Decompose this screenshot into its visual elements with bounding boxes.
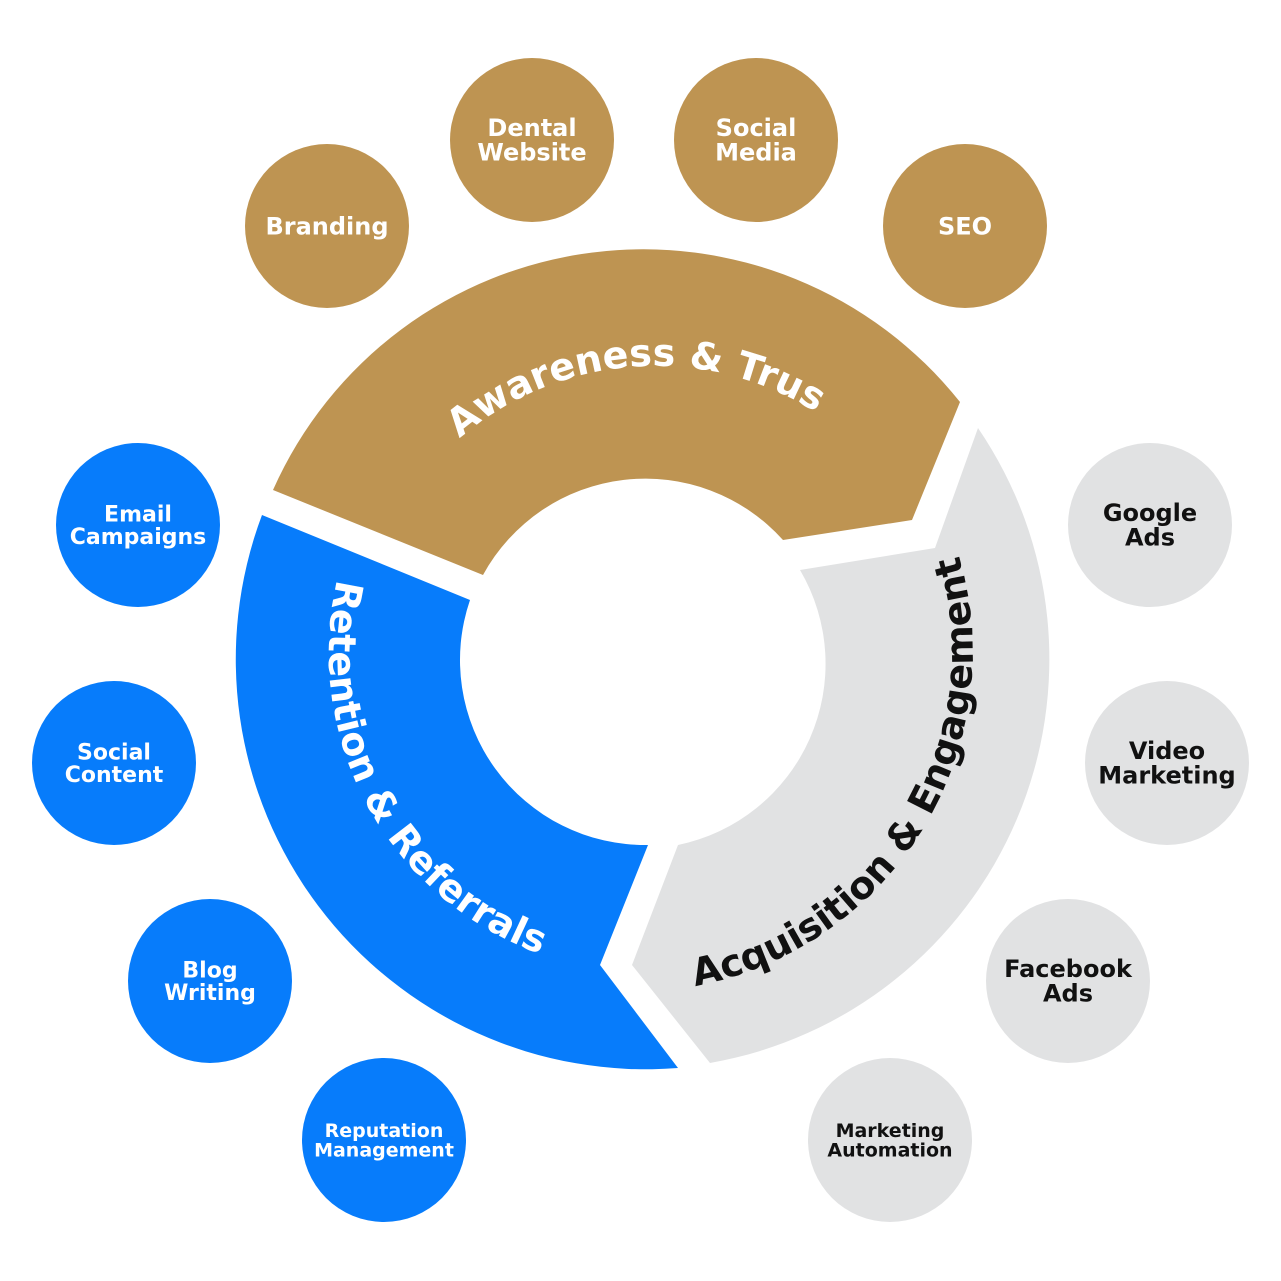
segment-retention-referrals[interactable] <box>235 515 678 1070</box>
bubble-label: Website <box>477 139 586 167</box>
bubble-label: Ads <box>1125 524 1175 552</box>
bubble-label: Google <box>1103 499 1197 527</box>
service-bubbles: BrandingDentalWebsiteSocialMediaSEOGoogl… <box>32 58 1249 1222</box>
bubble-label: Social <box>716 114 797 142</box>
bubble-branding[interactable]: Branding <box>245 144 409 308</box>
bubble-label: Management <box>314 1139 454 1161</box>
ring <box>235 249 1050 1070</box>
segment-acquisition-engagement[interactable] <box>632 428 1050 1063</box>
bubble-circle <box>1068 443 1232 607</box>
bubble-circle <box>450 58 614 222</box>
bubble-label: Writing <box>164 981 256 1006</box>
bubble-label: Media <box>715 139 797 167</box>
bubble-label: Reputation <box>325 1120 444 1142</box>
bubble-seo[interactable]: SEO <box>883 144 1047 308</box>
bubble-label: Content <box>65 763 164 788</box>
bubble-circle <box>986 899 1150 1063</box>
bubble-label: Campaigns <box>70 525 207 550</box>
bubble-label: Dental <box>487 114 576 142</box>
bubble-label: Video <box>1129 737 1205 765</box>
bubble-circle <box>883 144 1047 308</box>
bubble-circle <box>674 58 838 222</box>
bubble-label: Branding <box>265 212 388 240</box>
bubble-label: Social <box>77 740 151 765</box>
bubble-label: Email <box>104 502 172 527</box>
segment-awareness-trust[interactable] <box>273 249 960 576</box>
bubble-circle <box>302 1058 466 1222</box>
bubble-circle <box>32 681 196 845</box>
bubble-label: Automation <box>827 1139 952 1161</box>
bubble-circle <box>808 1058 972 1222</box>
bubble-circle <box>56 443 220 607</box>
bubble-label: Blog <box>182 958 237 983</box>
bubble-circle <box>1085 681 1249 845</box>
bubble-label: Facebook <box>1004 955 1133 983</box>
bubble-label: Marketing <box>1098 762 1235 790</box>
bubble-circle <box>245 144 409 308</box>
bubble-label: Marketing <box>836 1120 945 1142</box>
bubble-label: SEO <box>938 212 992 240</box>
bubble-circle <box>128 899 292 1063</box>
bubble-label: Ads <box>1043 980 1093 1008</box>
